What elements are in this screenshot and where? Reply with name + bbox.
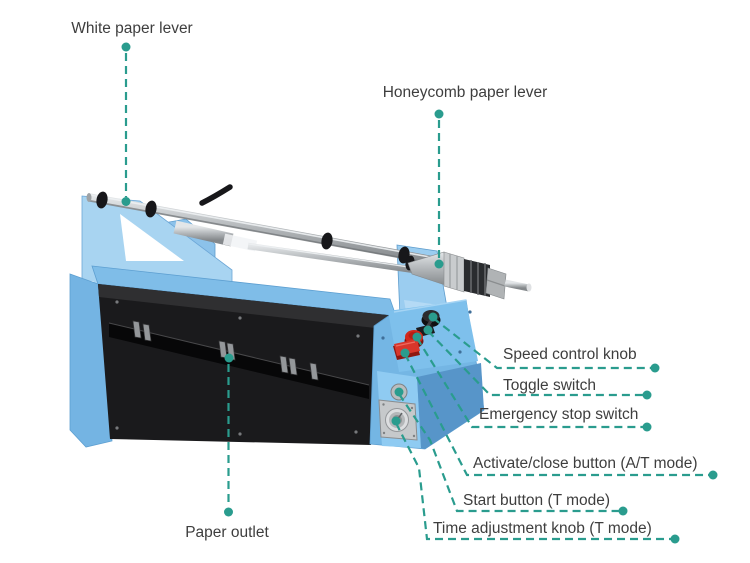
callout-dot [434, 259, 444, 269]
callout-line [432, 317, 651, 370]
callout-emergency-stop-switch: Emergency stop switch [412, 332, 652, 432]
callout-dot [670, 534, 680, 544]
callout-white-paper-lever: White paper lever [71, 20, 193, 206]
callout-dot [642, 422, 652, 432]
callout-start-button: Start button (T mode) [394, 387, 628, 516]
callout-toggle-switch: Toggle switch [423, 325, 652, 400]
toggle-switch-label: Toggle switch [503, 377, 596, 394]
callout-dot [394, 387, 404, 397]
callout-dot [708, 470, 718, 480]
honeycomb-lever-assembly [407, 251, 532, 300]
white-paper-lever-label: White paper lever [71, 20, 192, 37]
callout-line [398, 393, 619, 513]
honeycomb-paper-shaft [173, 220, 429, 276]
callout-dot [434, 109, 444, 119]
callout-dot [121, 197, 131, 206]
callout-dot [121, 42, 131, 52]
callout-activate-close-button: Activate/close button (A/T mode) [400, 348, 718, 480]
time-adjustment-knob-label: Time adjustment knob (T mode) [433, 520, 652, 537]
callout-dot [618, 506, 628, 516]
callout-dot [224, 507, 233, 517]
callout-dot [391, 416, 401, 426]
callout-paper-outlet: Paper outlet [185, 353, 269, 541]
callout-dot [412, 332, 422, 342]
callout-dot [224, 353, 234, 363]
callout-time-adjustment-knob: Time adjustment knob (T mode) [391, 416, 680, 544]
callout-line [404, 353, 709, 477]
callout-line [416, 337, 643, 429]
paper-outlet-label: Paper outlet [185, 524, 269, 541]
speed-control-knob-label: Speed control knob [503, 346, 637, 363]
white-paper-lever-handle [199, 184, 233, 206]
start-button-label: Start button (T mode) [463, 492, 610, 509]
time-adjustment-knob [378, 399, 418, 441]
emergency-stop-switch-label: Emergency stop switch [479, 406, 638, 423]
callout-dot [650, 363, 660, 373]
honeycomb-paper-lever-label: Honeycomb paper lever [383, 84, 548, 101]
callout-dot [400, 348, 410, 358]
callout-dot [642, 390, 652, 400]
callout-line [427, 330, 643, 397]
activate-close-button-label: Activate/close button (A/T mode) [473, 455, 698, 472]
callout-speed-control-knob: Speed control knob [428, 312, 660, 373]
callout-honeycomb-paper-lever: Honeycomb paper lever [383, 84, 548, 269]
